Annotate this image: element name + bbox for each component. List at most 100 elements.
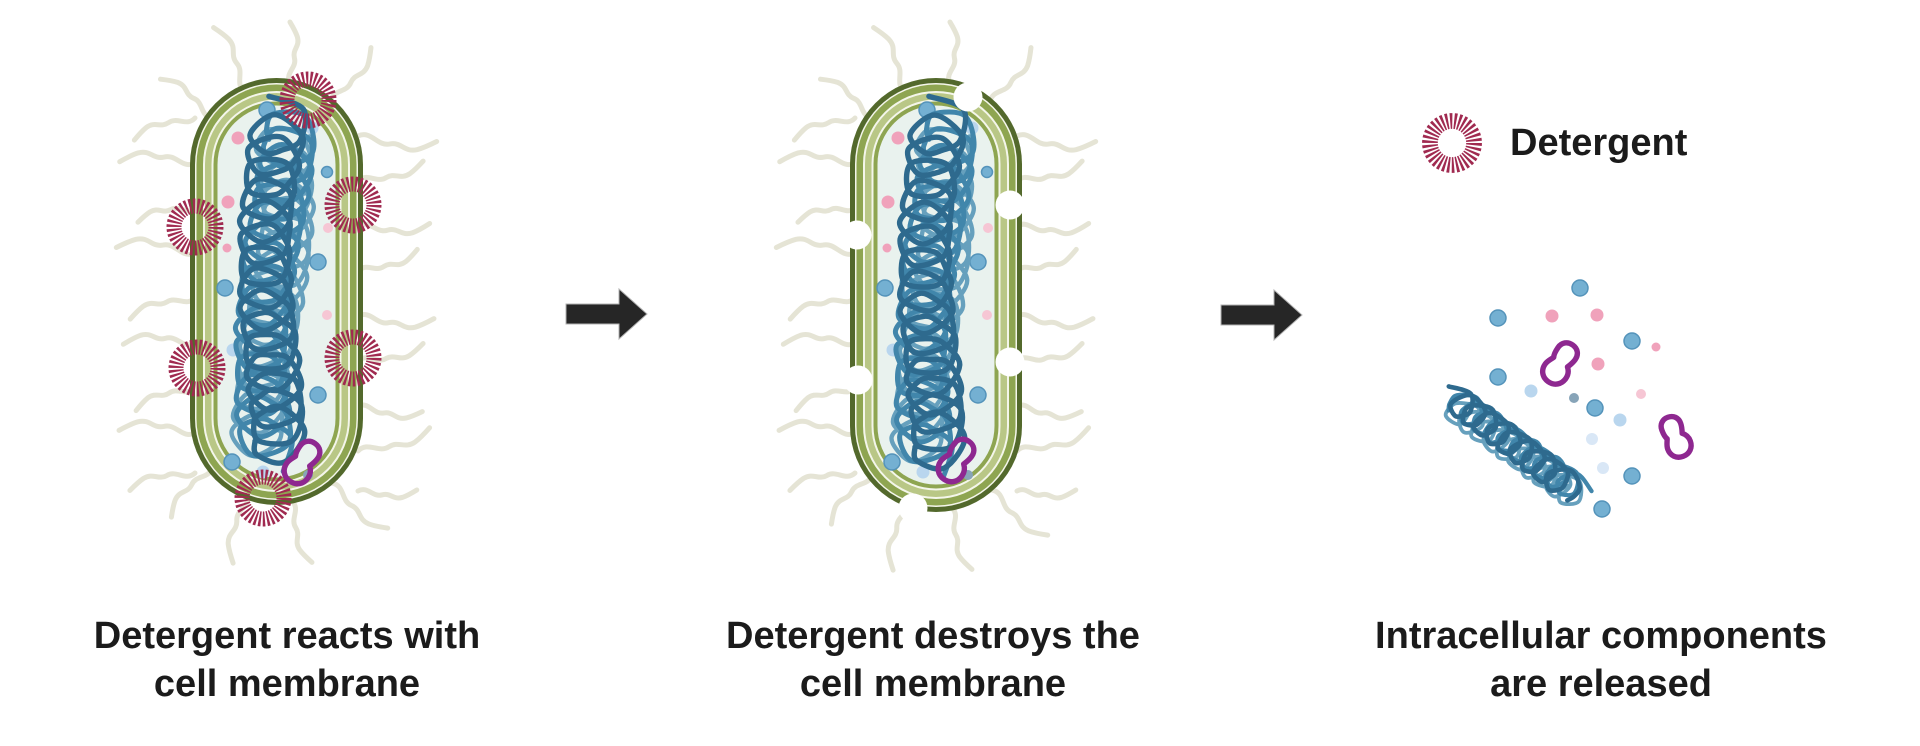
step-arrow-1 bbox=[565, 287, 648, 341]
flagellum bbox=[787, 295, 858, 322]
panel3-caption-line1: Intracellular components bbox=[1375, 615, 1827, 657]
flagellum bbox=[989, 487, 1051, 538]
flagellum bbox=[1014, 220, 1092, 237]
flagellum bbox=[1014, 312, 1096, 331]
flagellum bbox=[355, 132, 440, 153]
flagellum bbox=[127, 470, 198, 493]
chromosomal-dna bbox=[232, 109, 317, 474]
detergent-micelle-icon bbox=[1422, 113, 1482, 173]
flagellum bbox=[828, 471, 875, 527]
panel1-caption: Detergent reacts with cell membrane bbox=[7, 612, 567, 708]
molecule-dot bbox=[1623, 467, 1641, 485]
flagellum bbox=[225, 490, 252, 566]
molecule-dot bbox=[1613, 413, 1627, 427]
molecule-dot bbox=[1591, 357, 1605, 371]
molecule-dot bbox=[1571, 279, 1589, 297]
plasmid bbox=[281, 438, 323, 487]
flagellum bbox=[791, 115, 858, 143]
plasmid bbox=[1658, 413, 1694, 460]
membrane-hole bbox=[843, 365, 873, 395]
plasmid bbox=[1539, 340, 1581, 387]
flagellum bbox=[787, 470, 858, 493]
flagellum bbox=[817, 76, 875, 121]
flagellum bbox=[1014, 341, 1085, 364]
flagellum bbox=[776, 418, 858, 437]
molecule-dot bbox=[1636, 389, 1646, 399]
flagellum bbox=[286, 19, 301, 86]
flagellum bbox=[355, 402, 425, 421]
molecule-dot bbox=[1623, 332, 1641, 350]
detergent-micelle bbox=[1422, 113, 1482, 173]
molecule-dot bbox=[223, 453, 241, 471]
flagellum bbox=[1014, 487, 1079, 501]
flagellum bbox=[355, 246, 420, 274]
flagellum bbox=[117, 149, 198, 167]
arrow-icon bbox=[1220, 288, 1303, 342]
molecule-dot bbox=[1597, 462, 1609, 474]
molecule-dot bbox=[1545, 309, 1559, 323]
flagellum bbox=[871, 25, 908, 95]
chromosomal-dna bbox=[236, 93, 309, 466]
molecule-dot bbox=[322, 310, 332, 320]
molecule-dot bbox=[882, 243, 892, 253]
flagellum bbox=[211, 25, 248, 95]
flagellum bbox=[355, 312, 437, 331]
molecule-dot bbox=[1651, 342, 1661, 352]
flagellum bbox=[355, 425, 433, 454]
flagellum bbox=[780, 332, 858, 348]
molecule-dot bbox=[883, 453, 901, 471]
step-arrow-2 bbox=[1220, 288, 1303, 342]
molecule-dot bbox=[982, 310, 992, 320]
flagellum bbox=[355, 158, 426, 184]
molecule-dot bbox=[891, 131, 905, 145]
molecule-dot bbox=[969, 253, 987, 271]
panel3-caption-line2: are released bbox=[1490, 663, 1712, 705]
chromosomal-dna bbox=[892, 109, 977, 480]
molecule-dot bbox=[1489, 309, 1507, 327]
detergent-micelle bbox=[166, 198, 224, 256]
molecule-dot bbox=[309, 386, 327, 404]
molecule-dot bbox=[1569, 393, 1579, 403]
flagellum bbox=[329, 480, 391, 531]
molecule-dot bbox=[231, 131, 245, 145]
membrane-hole bbox=[898, 493, 928, 523]
arrow-icon bbox=[565, 287, 648, 341]
flagellum bbox=[1014, 132, 1099, 153]
flagellum bbox=[157, 76, 215, 121]
panel1-caption-line1: Detergent reacts with bbox=[93, 615, 481, 657]
molecule-dot bbox=[1524, 384, 1538, 398]
detergent-micelle bbox=[324, 329, 382, 387]
molecule-dot bbox=[1586, 433, 1598, 445]
molecule-dot bbox=[1593, 500, 1611, 518]
molecule-dot bbox=[323, 223, 333, 233]
panel3-caption: Intracellular components are released bbox=[1321, 612, 1881, 708]
flagellum bbox=[289, 498, 315, 565]
molecule-dot bbox=[320, 165, 334, 179]
plasmid bbox=[935, 436, 977, 485]
released-components bbox=[1443, 279, 1694, 518]
flagellum bbox=[355, 487, 420, 501]
molecule-dot bbox=[983, 223, 993, 233]
detergent-micelle bbox=[324, 176, 382, 234]
flagellum bbox=[120, 332, 198, 348]
molecule-dot bbox=[1489, 368, 1507, 386]
panel1-caption-line2: cell membrane bbox=[153, 663, 421, 705]
molecule-dot bbox=[881, 195, 895, 209]
flagellum bbox=[133, 385, 198, 414]
bacterial-cell-damaged bbox=[773, 19, 1099, 573]
flagellum bbox=[116, 418, 198, 437]
membrane-hole bbox=[995, 190, 1025, 220]
membrane-hole bbox=[953, 82, 983, 112]
flagellum bbox=[949, 505, 975, 572]
flagellum bbox=[987, 45, 1034, 105]
flagellum bbox=[777, 149, 858, 167]
flagellum bbox=[773, 236, 858, 257]
molecule-dot bbox=[222, 243, 232, 253]
flagellum bbox=[127, 295, 198, 322]
molecule-dot bbox=[969, 386, 987, 404]
detergent-micelle bbox=[234, 469, 292, 527]
flagellum bbox=[793, 385, 858, 414]
panel2-caption: Detergent destroys the cell membrane bbox=[653, 612, 1213, 708]
flagellum bbox=[946, 19, 961, 86]
